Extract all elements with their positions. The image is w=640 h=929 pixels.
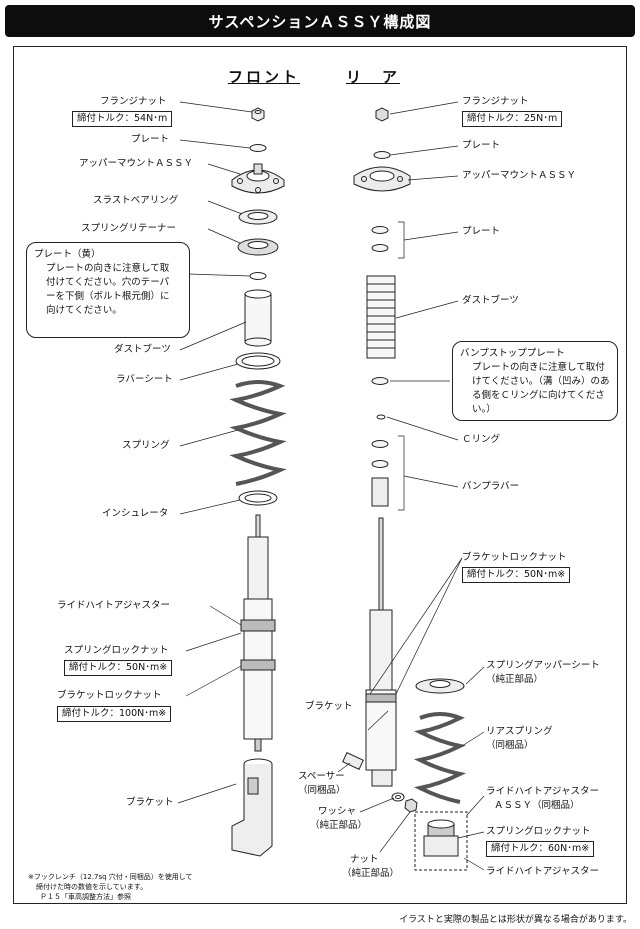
- front-plate-note: プレート（黄） プレートの向きに注意して取付けてください。穴のテーパーを下側（ボ…: [26, 242, 190, 338]
- front-flange-nut-label: フランジナット: [100, 96, 167, 107]
- footnote-line-2: 締付けた時の数値を示しています。: [36, 883, 148, 891]
- front-spring-part: [229, 380, 287, 486]
- front-plate-note-body: プレートの向きに注意して取付けてください。穴のテーパーを下側（ボルト根元側）に向…: [46, 263, 170, 316]
- front-yellow-plate-part: [249, 272, 267, 280]
- rear-bracket-lock-nut-torque-box: 締付トルク：50N･m※: [462, 567, 571, 583]
- front-thrust-bearing-label: スラストベアリング: [93, 195, 179, 206]
- rear-plate2-label: プレート: [462, 226, 501, 237]
- rear-nut-part: [404, 798, 418, 813]
- diagram-frame: [13, 46, 627, 904]
- rear-flange-nut-label: フランジナット: [462, 96, 529, 107]
- front-rubber-seat-label: ラバーシート: [116, 374, 173, 385]
- rear-ride-height-assy-part: [423, 819, 459, 857]
- front-flange-nut-part: [251, 107, 265, 122]
- rear-ride-height-adjuster-label: ライドハイトアジャスター: [486, 866, 599, 877]
- rear-c-ring-part: [376, 414, 386, 420]
- front-column-heading: フロント: [228, 68, 301, 86]
- rear-spacer-label: スペーサー: [298, 771, 345, 782]
- leader-lines: [177, 101, 485, 871]
- rear-spring-lock-nut-label: スプリングロックナット: [486, 826, 591, 837]
- rear-spring-part: [413, 712, 467, 804]
- rear-plate-part: [373, 151, 391, 159]
- rear-spring-sub: （同梱品）: [486, 740, 534, 751]
- front-dust-boot-part: [244, 289, 272, 347]
- rear-spring-label: リアスプリング: [486, 726, 553, 737]
- rear-plate-label: プレート: [462, 140, 501, 151]
- front-plate-note-title: プレート（黄）: [34, 249, 101, 260]
- front-dust-boot-label: ダストブーツ: [114, 344, 171, 355]
- front-bracket-label: ブラケット: [126, 797, 174, 808]
- front-spring-lock-nut-torque-box: 締付トルク：50N･m※: [64, 660, 173, 676]
- front-flange-nut-torque-box: 締付トルク：54N･m: [72, 111, 173, 127]
- front-plate-label: プレート: [131, 134, 170, 145]
- rear-ride-height-assy-label: ライドハイトアジャスター: [486, 786, 599, 797]
- footnote-line-1: ※フックレンチ（12.7sq 穴付・同梱品）を使用して: [28, 873, 193, 881]
- rear-upper-mount-part: [353, 166, 411, 192]
- front-bracket-part: [231, 758, 273, 857]
- front-spring-retainer-label: スプリングリテーナー: [81, 223, 177, 234]
- rear-bump-stop-note: バンプストッププレート プレートの向きに注意して取付けてください。（溝（凹み）の…: [452, 341, 618, 421]
- rear-spacer-sub: （同梱品）: [298, 785, 346, 796]
- rear-flange-nut-part: [375, 107, 389, 122]
- rear-spring-upper-seat-label: スプリングアッパーシート: [486, 660, 600, 671]
- front-insulator-label: インシュレータ: [102, 508, 169, 519]
- rear-c-ring-label: Ｃリング: [462, 434, 501, 445]
- rear-spring-lock-nut-torque-box: 締付トルク：60N･m※: [486, 841, 595, 857]
- front-spring-lock-nut-label: スプリングロックナット: [64, 645, 169, 656]
- front-spring-retainer-part: [237, 238, 279, 256]
- rear-washer-label: ワッシャ: [318, 806, 357, 817]
- front-thrust-bearing-part: [238, 209, 278, 225]
- rear-plate2a-part: [371, 226, 389, 234]
- rear-spring-upper-seat-part: [415, 678, 465, 694]
- front-bracket-lock-nut-torque-box: 締付トルク：100N･m※: [57, 706, 172, 722]
- rear-washer-sub: （純正部品）: [310, 820, 368, 831]
- rear-bracket-lock-nut-label: ブラケットロックナット: [462, 552, 567, 563]
- front-plate-part: [249, 144, 267, 152]
- rear-washer-part: [391, 792, 405, 802]
- disclaimer-caption: イラストと実際の製品とは形状が異なる場合があります。: [399, 915, 632, 925]
- rear-spacer-part: [342, 752, 364, 770]
- front-bracket-lock-nut-label: ブラケットロックナット: [57, 690, 162, 701]
- rear-bump-rubber-label: バンプラバー: [462, 481, 520, 492]
- rear-bump-stop-note-title: バンプストッププレート: [460, 348, 565, 359]
- rear-flange-nut-torque-box: 締付トルク：25N･m: [462, 111, 563, 127]
- rear-ride-height-assy-dashed-box: [414, 811, 468, 871]
- page-title: サスペンションＡＳＳＹ構成図: [5, 5, 635, 37]
- rear-spring-upper-seat-sub: （純正部品）: [486, 674, 544, 685]
- front-spring-label: スプリング: [122, 440, 170, 451]
- rear-nut-sub: （純正部品）: [342, 868, 400, 879]
- rear-bracket-label: ブラケット: [305, 701, 353, 712]
- rear-ride-height-assy-sub: ＡＳＳＹ（同梱品）: [494, 800, 580, 811]
- rear-dust-boot-part: [366, 275, 396, 359]
- rear-nut-label: ナット: [350, 854, 379, 865]
- front-upper-mount-part: [231, 163, 285, 194]
- rear-dust-boot-label: ダストブーツ: [462, 295, 519, 306]
- front-rubber-seat-part: [235, 352, 281, 370]
- front-insulator-part: [238, 490, 278, 506]
- rear-shock-body-part: [365, 517, 397, 787]
- front-shock-body-part: [240, 514, 276, 752]
- rear-bump-stop-plate-part: [371, 377, 389, 385]
- rear-column-heading: リ ア: [346, 68, 401, 86]
- rear-bump-rubber-part: [371, 440, 389, 507]
- rear-bump-stop-note-body: プレートの向きに注意して取付けてください。（溝（凹み）のある側をＣリングに向けて…: [472, 362, 610, 415]
- footnote-line-3: Ｐ１５「車高調整方法」参照: [40, 893, 131, 901]
- rear-plate2b-part: [371, 244, 389, 252]
- front-upper-mount-label: アッパーマウントＡＳＳＹ: [79, 158, 194, 169]
- front-ride-height-adjuster-label: ライドハイトアジャスター: [57, 600, 170, 611]
- rear-upper-mount-label: アッパーマウントＡＳＳＹ: [462, 170, 577, 181]
